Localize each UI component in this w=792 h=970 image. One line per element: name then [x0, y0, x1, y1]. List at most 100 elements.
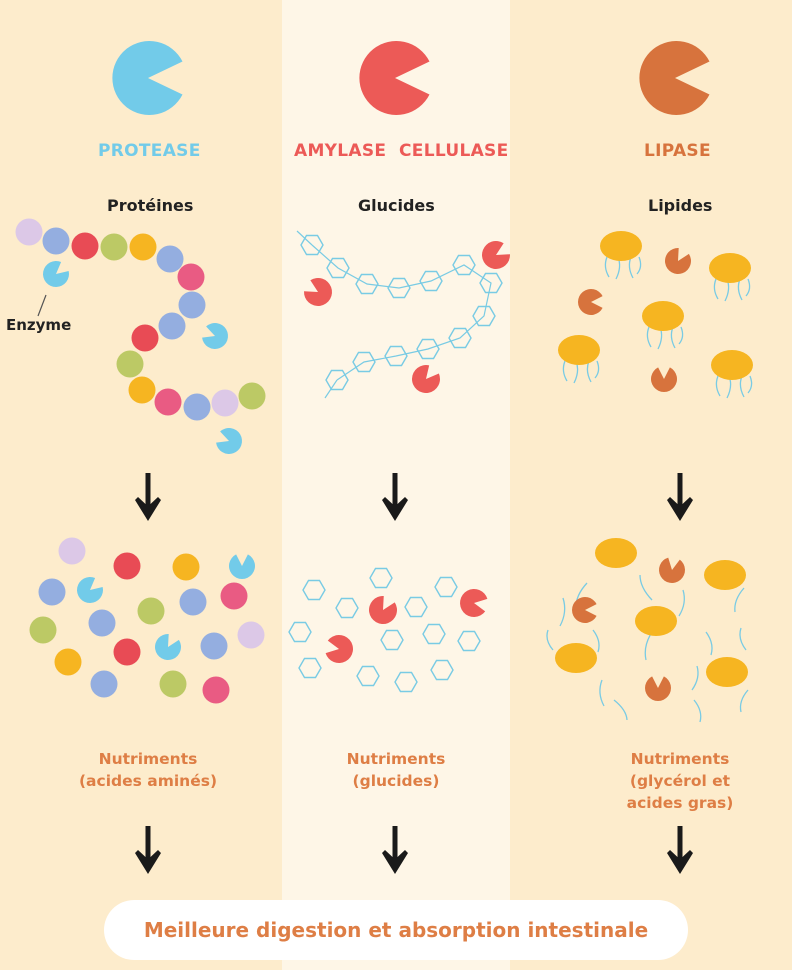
amino-acid-bead-icon [29, 616, 57, 644]
pacman-enzyme-icon [216, 428, 242, 454]
amino-acid-bead-icon [177, 263, 205, 291]
fatty-acid-chain [546, 629, 554, 651]
pacman-enzyme-icon [304, 278, 332, 306]
amino-acid-bead-icon [15, 218, 43, 246]
fatty-acid-chain [592, 629, 600, 653]
hexagon-sugar-icon [384, 345, 408, 367]
protein-column [0, 0, 282, 970]
amino-acid-bead-icon [156, 245, 184, 273]
hexagon-sugar-icon [356, 665, 380, 687]
amino-acid-bead-icon [183, 393, 211, 421]
hexagon-sugar-icon [448, 327, 472, 349]
carb-chain [296, 230, 510, 399]
pacman-enzyme-icon [572, 597, 597, 623]
pacman-enzyme-icon [412, 365, 440, 393]
pacman-enzyme-icon [665, 248, 691, 274]
amino-acid-bead-icon [131, 324, 159, 352]
amino-acid-nutrients [29, 537, 265, 704]
hexagon-sugar-icon [300, 234, 324, 256]
lipid-droplet-icon [704, 560, 746, 590]
hexagon-sugar-icon [422, 623, 446, 645]
hexagon-sugar-icon [434, 576, 458, 598]
pacman-enzyme-icon [645, 676, 671, 701]
lipid-column [510, 0, 792, 970]
amino-acid-bead-icon [238, 382, 266, 410]
amino-acid-bead-icon [113, 638, 141, 666]
cellulase-label: CELLULASE [399, 141, 509, 161]
amino-acid-bead-icon [200, 632, 228, 660]
lipid-droplet-icon [709, 253, 751, 302]
down-arrow-icon [382, 473, 408, 521]
amino-acid-bead-icon [159, 670, 187, 698]
proteins-heading: Protéines [107, 196, 194, 215]
down-arrow-icon [382, 826, 408, 874]
protein-chain [15, 218, 266, 454]
amino-acid-bead-icon [38, 578, 66, 606]
hexagon-sugar-icon [380, 629, 404, 651]
amino-acid-bead-icon [88, 609, 116, 637]
amino-acid-bead-icon [202, 676, 230, 704]
hexagon-sugar-icon [387, 277, 411, 299]
fatty-acid-chain [739, 627, 747, 651]
glycosidic-bond-line [311, 244, 492, 381]
amino-acid-bead-icon [211, 389, 239, 417]
pacman-enzyme-icon [155, 634, 181, 660]
hexagon-sugar-icon [325, 369, 349, 391]
enzyme-pointer-line [37, 294, 47, 317]
protein-nutrients-label: Nutriments (acides aminés) [78, 750, 218, 790]
amino-acid-bead-icon [172, 553, 200, 581]
pacman-enzyme-icon [578, 289, 603, 315]
pacman-enzyme-icon [659, 557, 685, 583]
hexagon-sugar-icon [416, 338, 440, 360]
lipids-heading: Lipides [648, 196, 713, 215]
hexagon-sugar-icon [394, 671, 418, 693]
amino-acid-bead-icon [154, 388, 182, 416]
amino-acid-bead-icon [113, 552, 141, 580]
conclusion-banner: Meilleure digestion et absorption intest… [104, 900, 688, 960]
amino-acid-bead-icon [100, 233, 128, 261]
pacman-enzyme-icon [482, 241, 510, 269]
lipid-droplet-icon [711, 350, 753, 399]
protease-label: PROTEASE [98, 141, 201, 161]
lipid-nutrients-label: Nutriments (glycérol et acides gras) [626, 750, 734, 812]
fatty-acid-chain [705, 631, 713, 656]
amino-acid-bead-icon [220, 582, 248, 610]
down-arrow-icon [667, 473, 693, 521]
hexagon-sugar-icon [457, 630, 481, 652]
fatty-acid-chain [693, 699, 702, 723]
pacman-enzyme-icon [651, 367, 677, 392]
pacman-enzyme-icon [460, 589, 488, 617]
amino-acid-bead-icon [116, 350, 144, 378]
lipase-label: LIPASE [644, 141, 711, 161]
fatty-acid-chain [613, 699, 628, 721]
hexagon-sugar-icon [452, 254, 476, 276]
pacman-enzyme-icon [369, 596, 397, 624]
lipid-molecules [558, 231, 753, 399]
fatty-acid-chain [734, 587, 745, 613]
hexagon-sugar-icon [404, 596, 428, 618]
amino-acid-bead-icon [90, 670, 118, 698]
fatty-acid-chain [644, 631, 653, 661]
hexagon-sugar-icon [472, 305, 496, 327]
lipid-droplet-icon [595, 538, 637, 568]
hexagon-sugar-icon [479, 272, 503, 294]
lipid-droplet-icon [635, 606, 677, 636]
hexagon-sugar-icon [369, 567, 393, 589]
amino-acid-bead-icon [42, 227, 70, 255]
amylase-enzyme-icon [359, 40, 430, 115]
amino-acid-bead-icon [54, 648, 82, 676]
fatty-acid-chain [639, 574, 653, 601]
hexagon-sugar-icon [326, 257, 350, 279]
lipid-droplet-icon [642, 301, 684, 350]
fatty-acid-nutrients [546, 538, 749, 723]
fatty-acid-chain [678, 589, 685, 617]
protease-enzyme-icon [112, 41, 183, 116]
sugar-nutrients [288, 567, 488, 693]
amylase-label: AMYLASE [294, 141, 387, 161]
hexagon-sugar-icon [352, 351, 376, 373]
lipid-droplet-icon [706, 657, 748, 687]
amino-acid-bead-icon [158, 312, 186, 340]
pacman-enzyme-icon [202, 323, 228, 349]
amino-acid-bead-icon [137, 597, 165, 625]
